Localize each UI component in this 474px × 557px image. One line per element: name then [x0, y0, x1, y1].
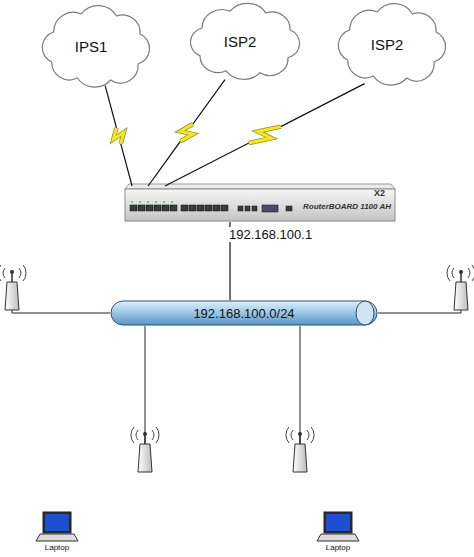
laptop-icon	[36, 512, 78, 541]
isp-cloud: IPS1	[32, 2, 150, 90]
laptop-icon	[317, 512, 359, 541]
wan-link	[105, 86, 132, 186]
device-label: X2	[374, 188, 385, 198]
lightning-bolt	[180, 124, 193, 141]
lightning-bolt	[113, 128, 124, 144]
router-box: X2RouterBOARD 1100 AH	[125, 186, 397, 222]
ip-address: 192.168.100.1	[227, 227, 312, 242]
wan-link	[165, 84, 365, 186]
access-point	[131, 427, 159, 472]
wan-link	[148, 80, 225, 186]
access-point	[0, 265, 26, 310]
node-label: IPS1	[75, 38, 108, 55]
device-label: RouterBOARD 1100 AH	[303, 202, 391, 211]
isp-cloud: ISP2	[328, 0, 446, 88]
lightning-bolt	[249, 127, 281, 143]
lan-wire	[12, 310, 461, 444]
device-caption: Laptop	[45, 543, 69, 552]
access-point	[447, 265, 474, 310]
node-label: ISP2	[371, 36, 404, 53]
lightning-bolt	[180, 124, 193, 141]
lan-segment: 192.168.100.0/24	[110, 300, 378, 326]
lightning-bolt	[113, 128, 124, 144]
device-caption: Laptop	[326, 543, 350, 552]
lightning-bolt	[249, 127, 281, 143]
node-label: 192.168.100.0/24	[193, 306, 294, 321]
access-point	[286, 427, 314, 472]
node-label: ISP2	[224, 33, 257, 50]
isp-cloud: ISP2	[180, 0, 300, 82]
router-body	[125, 184, 395, 221]
